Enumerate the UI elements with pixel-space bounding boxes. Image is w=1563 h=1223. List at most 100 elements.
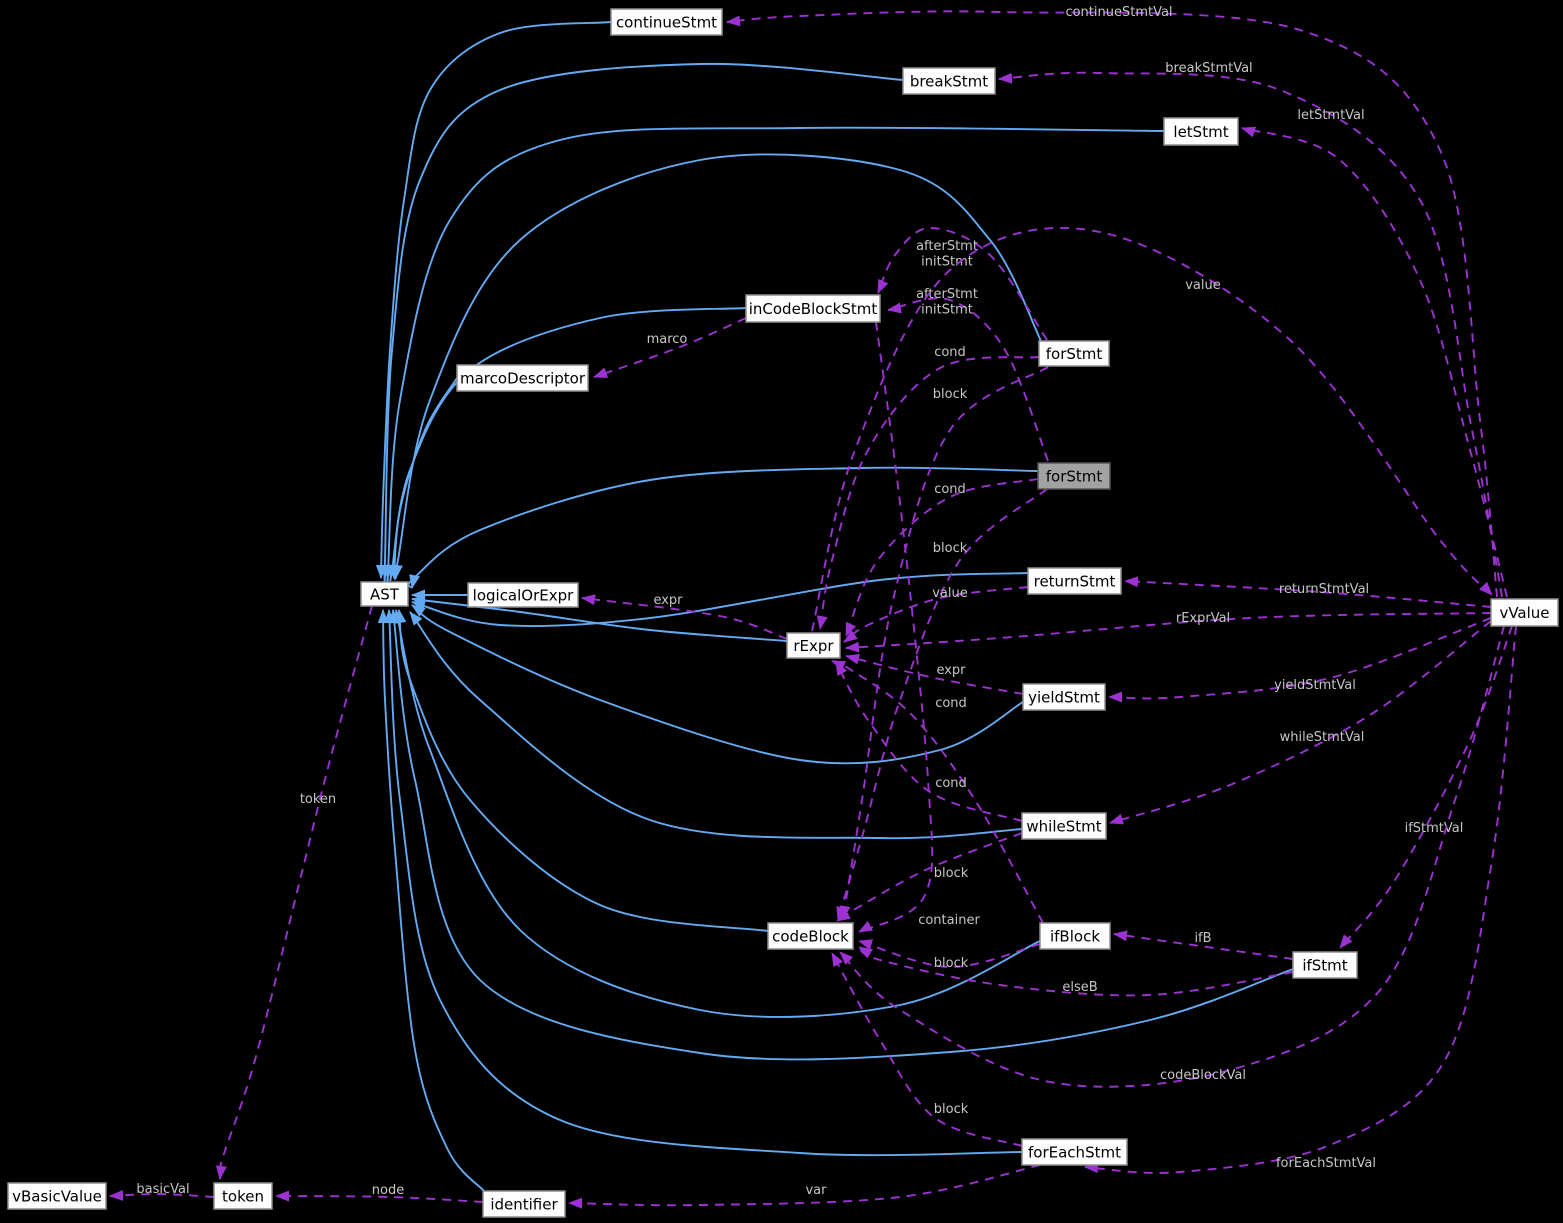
node-logicalOrExpr[interactable]: logicalOrExpr (467, 582, 579, 608)
node-AST[interactable]: AST (360, 581, 409, 607)
node-codeBlock[interactable]: codeBlock (767, 922, 854, 950)
edge-forStmt2-to-AST (391, 153, 1042, 580)
edge-vValue-to-returnStmt (1124, 576, 1492, 608)
node-label-forStmt2: forStmt (1046, 345, 1103, 363)
edge-label-vValue-forEachStmt: forEachStmtVal (1276, 1156, 1376, 1171)
node-box-marcoDescriptor (456, 364, 589, 392)
node-label-token: token (222, 1188, 264, 1206)
node-marcoDescriptor[interactable]: marcoDescriptor (456, 364, 589, 392)
node-box-logicalOrExpr (467, 582, 579, 608)
node-box-rExpr (786, 632, 841, 659)
edge-label-yieldStmt-rExpr: expr (936, 663, 966, 678)
node-letStmt[interactable]: letStmt (1163, 117, 1239, 146)
edge-inCodeBlockStmt-to-codeBlock (858, 321, 934, 933)
edge-label-forEachStmt-identifier: var (805, 1183, 827, 1198)
node-label-logicalOrExpr: logicalOrExpr (473, 587, 574, 605)
edge-label-AST-token: token (300, 792, 336, 807)
node-label-returnStmt: returnStmt (1034, 573, 1116, 591)
edge-vValue-to-forEachStmt (1084, 625, 1517, 1174)
node-forStmt2[interactable]: forStmt (1038, 340, 1110, 367)
edge-label-returnStmt-rExpr: value (932, 586, 968, 601)
node-label-identifier: identifier (490, 1196, 558, 1214)
edge-label-vValue-yieldStmt: yieldStmtVal (1274, 678, 1356, 693)
edge-label-inCodeBlockStmt-marcoDescriptor: marco (647, 332, 688, 347)
node-label-marcoDescriptor: marcoDescriptor (460, 370, 586, 388)
node-box-returnStmt (1027, 567, 1122, 595)
edge-vValue-to-whileStmt (1109, 620, 1492, 825)
edge-letStmt-to-AST (382, 126, 1165, 587)
node-breakStmt[interactable]: breakStmt (902, 67, 996, 95)
edge-yieldStmt-to-AST (411, 604, 1024, 765)
node-label-vValue: vValue (1499, 604, 1549, 622)
node-whileStmt[interactable]: whileStmt (1021, 812, 1107, 840)
node-box-codeBlock (767, 922, 854, 950)
edge-ifStmt-to-ifBlock (1113, 930, 1294, 960)
node-forEachStmt[interactable]: forEachStmt (1021, 1138, 1128, 1166)
edge-marcoDescriptor-to-AST (389, 377, 458, 579)
node-token[interactable]: token (213, 1182, 273, 1210)
edge-label-vValue-breakStmt: breakStmtVal (1165, 61, 1252, 76)
node-vValue[interactable]: vValue (1490, 598, 1559, 627)
edge-yieldStmt-to-rExpr (845, 653, 1024, 695)
edge-label-vValue-continueStmt: continueStmtVal (1065, 5, 1172, 20)
edge-label-ifStmt-ifBlock: ifB (1194, 931, 1211, 946)
edge-label-forStmt-codeBlock: block (933, 541, 968, 556)
edge-label-vValue-letStmt: letStmtVal (1297, 108, 1364, 123)
edge-label-token-vBasicValue: basicVal (136, 1182, 189, 1197)
edge-ifStmt-to-AST (389, 609, 1294, 1061)
edge-label-rExpr-vValue: value (1185, 278, 1221, 293)
edge-label-whileStmt-codeBlock: block (934, 866, 969, 881)
edge-label-forEachStmt-codeBlock: block (934, 1102, 969, 1117)
edge-rExpr-to-logicalOrExpr (581, 594, 788, 640)
node-box-inCodeBlockStmt (745, 294, 881, 323)
edge-label-vValue-returnStmt: returnStmtVal (1279, 582, 1369, 597)
edge-label-vValue-ifStmt: ifStmtVal (1405, 821, 1464, 836)
node-box-vBasicValue (7, 1182, 107, 1210)
edge-rExpr-to-vValue (811, 226, 1493, 632)
node-inCodeBlockStmt[interactable]: inCodeBlockStmt (745, 294, 881, 323)
edge-inCodeBlockStmt-to-AST (387, 307, 747, 582)
node-label-forStmt: forStmt (1046, 468, 1103, 486)
node-label-forEachStmt: forEachStmt (1028, 1144, 1121, 1162)
edge-forStmt-to-AST (407, 466, 1039, 589)
node-box-identifier (482, 1190, 566, 1218)
edge-forEachStmt-to-AST (384, 609, 1023, 1157)
node-ifBlock[interactable]: ifBlock (1039, 922, 1111, 950)
node-box-forStmt2 (1038, 340, 1110, 367)
edge-vValue-to-breakStmt (998, 71, 1503, 598)
node-box-ifBlock (1039, 922, 1111, 950)
edge-forStmt-to-rExpr (845, 478, 1039, 637)
edge-label-forStmt-rExpr: cond (934, 482, 966, 497)
edge-ifBlock-to-AST (393, 609, 1041, 1018)
node-box-AST (360, 581, 409, 607)
edge-rExpr-to-AST (411, 595, 788, 642)
edge-forStmt2-to-codeBlock (839, 366, 1049, 920)
node-continueStmt[interactable]: continueStmt (610, 8, 723, 36)
node-yieldStmt[interactable]: yieldStmt (1022, 683, 1106, 711)
node-returnStmt[interactable]: returnStmt (1027, 567, 1122, 595)
edge-inCodeBlockStmt-to-marcoDescriptor (593, 317, 747, 378)
edge-forStmt2-to-rExpr (816, 356, 1040, 630)
node-label-whileStmt: whileStmt (1026, 818, 1101, 836)
edge-vValue-to-letStmt (1241, 126, 1508, 598)
node-rExpr[interactable]: rExpr (786, 632, 841, 659)
edge-AST-to-token (215, 605, 373, 1180)
edge-whileStmt-to-codeBlock (836, 832, 1023, 922)
node-box-letStmt (1163, 117, 1239, 146)
node-identifier[interactable]: identifier (482, 1190, 566, 1218)
node-box-breakStmt (902, 67, 996, 95)
edge-codeBlock-to-AST (395, 609, 769, 932)
node-label-ifStmt: ifStmt (1302, 957, 1347, 975)
node-ifStmt[interactable]: ifStmt (1292, 951, 1358, 979)
node-label-yieldStmt: yieldStmt (1028, 689, 1100, 707)
node-label-AST: AST (370, 586, 400, 604)
edge-identifier-to-token (275, 1190, 484, 1203)
node-box-ifStmt (1292, 951, 1358, 979)
node-vBasicValue[interactable]: vBasicValue (7, 1182, 107, 1210)
node-label-ifBlock: ifBlock (1050, 928, 1100, 946)
node-label-letStmt: letStmt (1173, 123, 1228, 141)
edge-label-vValue-whileStmt: whileStmtVal (1280, 730, 1365, 745)
